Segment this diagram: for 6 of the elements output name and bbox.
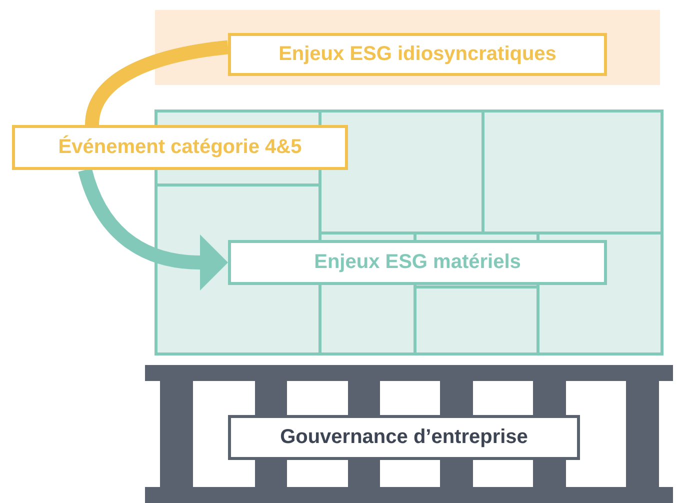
curved-connector [85, 40, 229, 126]
risk-label-box: Enjeux ESG matériels [228, 240, 607, 285]
risk-label-box: Enjeux ESG idiosyncratiques [228, 33, 607, 76]
event-label-box: Événement catégorie 4&5 [12, 125, 348, 170]
governance-label-box: Gouvernance d’entreprise [228, 415, 580, 460]
curved-arrow [78, 168, 228, 290]
